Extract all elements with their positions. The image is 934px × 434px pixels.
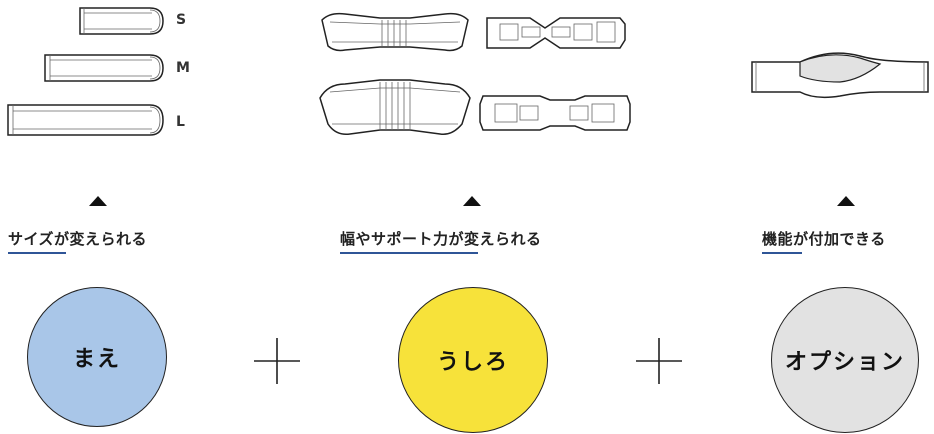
front-circle: まえ [27, 287, 167, 427]
up-arrow-option [837, 196, 855, 206]
feature-back-underline [340, 252, 478, 254]
feature-back-caption: 幅やサポート力が変えられる [340, 230, 542, 248]
parts-illustration [7, 7, 929, 136]
feature-option-underline [762, 252, 802, 254]
feature-option-caption: 機能が付加できる [762, 230, 886, 248]
feature-front-underline [8, 252, 66, 254]
back-belt-narrow-drawing [321, 12, 469, 52]
option-circle: オプション [771, 287, 919, 433]
back-belt-wide-rear-drawing [479, 95, 631, 131]
size-label-s: S [176, 12, 187, 28]
up-arrow-front [89, 196, 107, 206]
front-part-large-drawing [7, 104, 164, 136]
back-circle: うしろ [398, 287, 548, 433]
back-belt-wide-drawing [319, 79, 471, 136]
option-belt-drawing [751, 52, 929, 99]
back-belt-narrow-rear-drawing [486, 17, 626, 49]
front-part-small-drawing [79, 7, 164, 35]
up-arrow-back [463, 196, 481, 206]
size-label-l: L [176, 114, 185, 130]
front-part-medium-drawing [44, 54, 164, 82]
option-circle-label: オプション [784, 350, 905, 375]
plus-icon [636, 338, 682, 384]
back-circle-label: うしろ [436, 350, 509, 375]
size-label-m: M [176, 60, 190, 76]
feature-front-caption: サイズが変えられる [8, 230, 148, 248]
plus-icon [254, 338, 300, 384]
front-circle-label: まえ [72, 347, 121, 372]
